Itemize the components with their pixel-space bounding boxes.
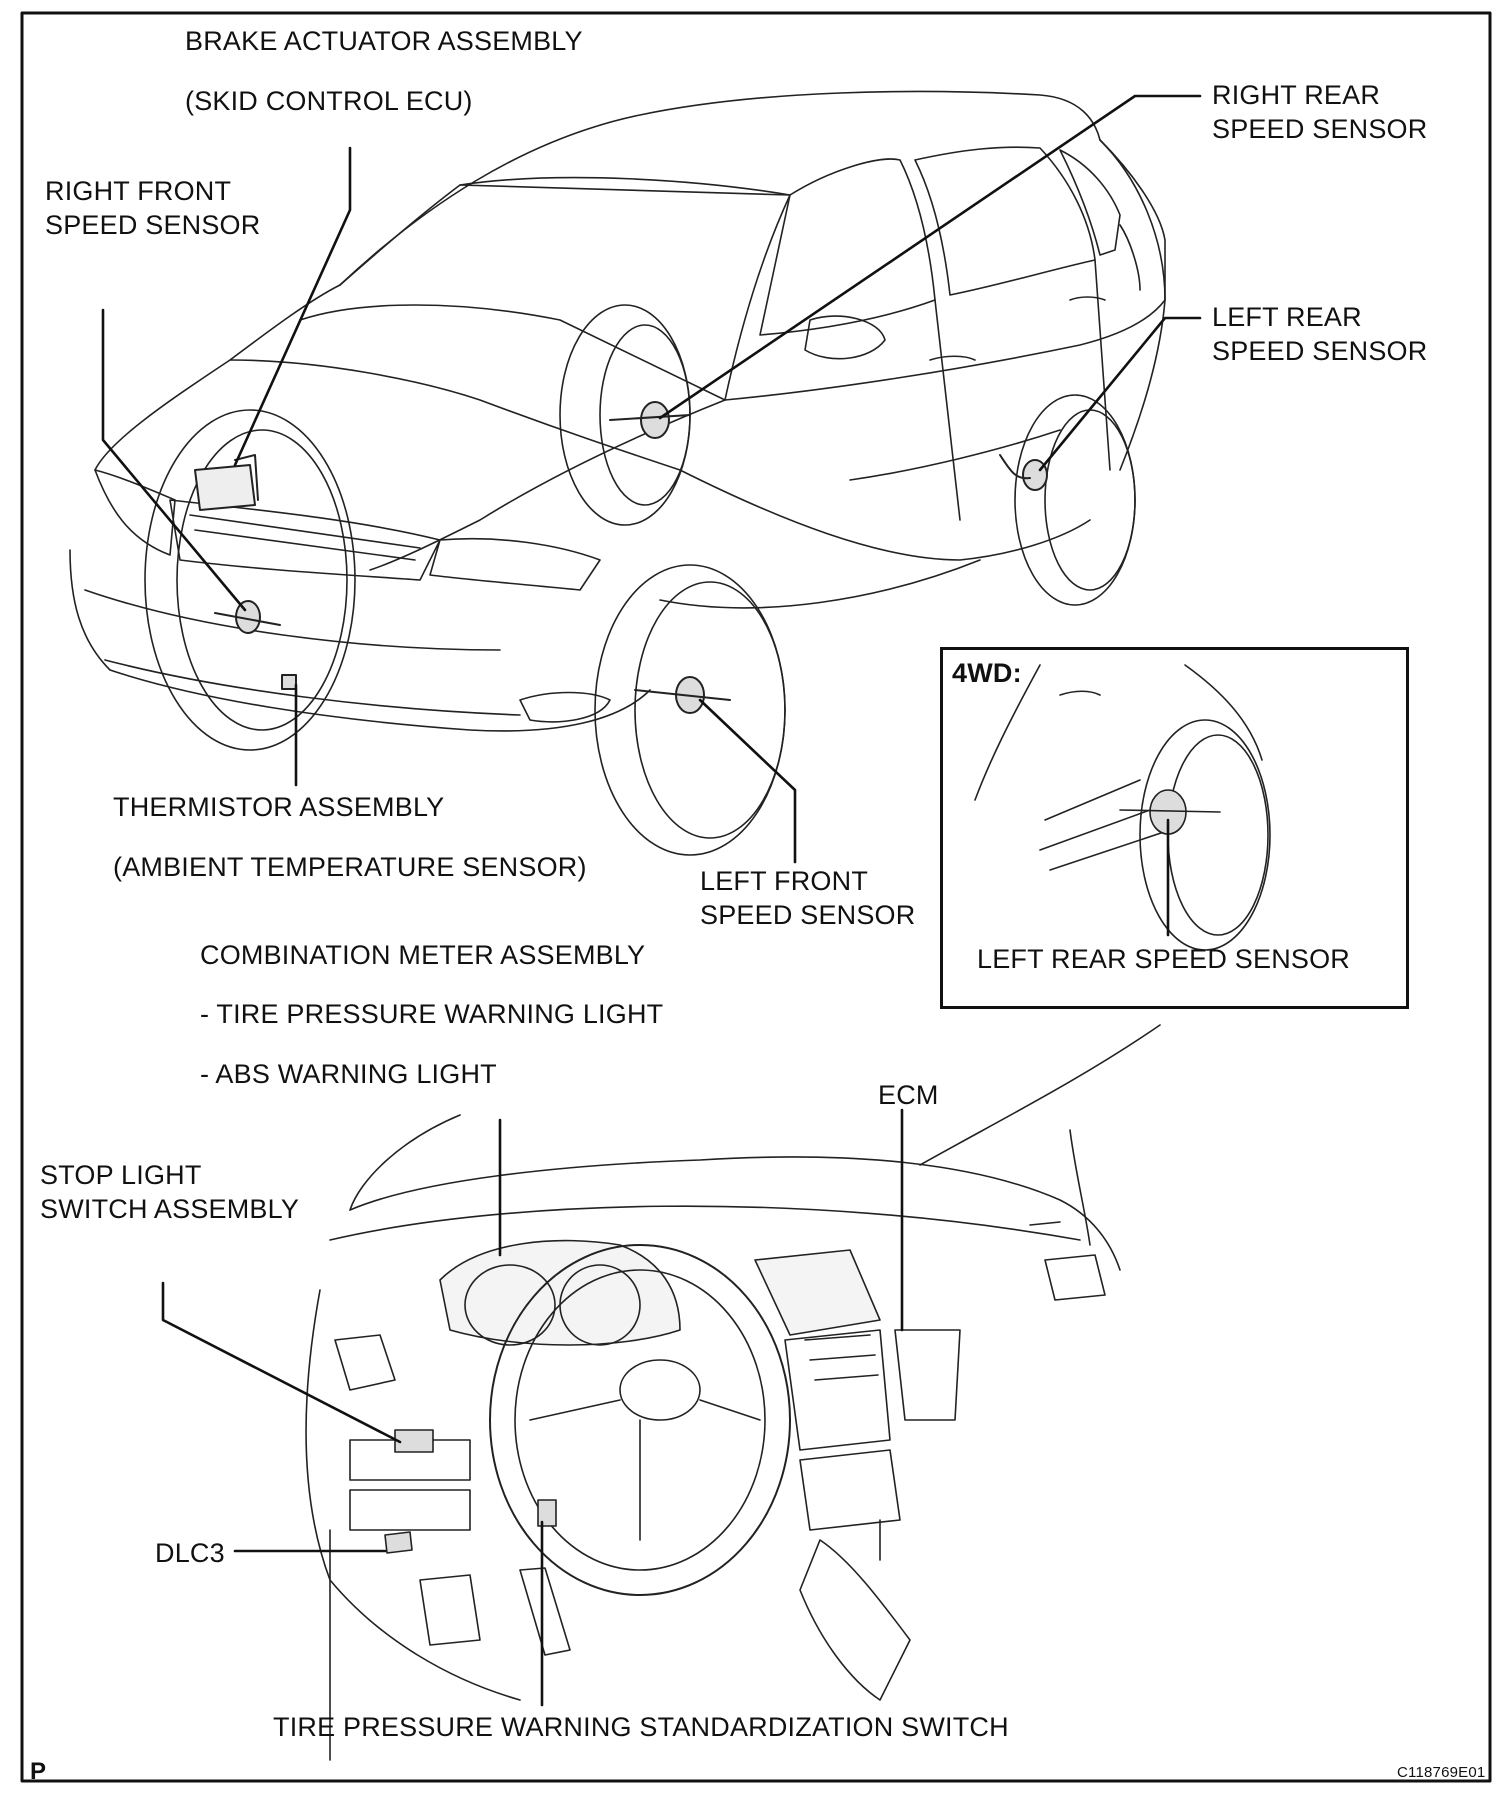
sensor-parts	[194, 401, 1048, 714]
wheels	[144, 304, 1136, 856]
leader-lines-top	[101, 94, 1202, 864]
4wd-inset-box	[940, 647, 1409, 1009]
label-right-front-line2: SPEED SENSOR	[45, 210, 261, 240]
label-left-front-line2: SPEED SENSOR	[700, 900, 916, 930]
label-ambient-temp: (AMBIENT TEMPERATURE SENSOR)	[113, 852, 587, 882]
vehicle-body	[69, 90, 1166, 732]
label-right-front-line1: RIGHT FRONT	[45, 176, 232, 206]
inset-drawing	[974, 664, 1271, 951]
figure-code: C118769E01	[1397, 1764, 1486, 1781]
label-right-rear-line1: RIGHT REAR	[1212, 80, 1381, 110]
label-brake-actuator: BRAKE ACTUATOR ASSEMBLY	[185, 26, 583, 56]
label-left-front-line1: LEFT FRONT	[700, 866, 869, 896]
label-stop-light-line1: STOP LIGHT	[40, 1160, 202, 1190]
inset-title: 4WD:	[952, 658, 1022, 688]
outer-border	[20, 11, 1492, 1783]
label-dlc3: DLC3	[155, 1538, 225, 1568]
label-combination-meter: COMBINATION METER ASSEMBLY	[200, 940, 646, 970]
label-right-rear-line2: SPEED SENSOR	[1212, 114, 1428, 144]
label-skid-control-ecu: (SKID CONTROL ECU)	[185, 86, 473, 116]
label-ecm: ECM	[878, 1080, 939, 1110]
label-thermistor: THERMISTOR ASSEMBLY	[113, 792, 445, 822]
label-tire-pressure-light: - TIRE PRESSURE WARNING LIGHT	[200, 999, 664, 1029]
label-abs-light: - ABS WARNING LIGHT	[200, 1059, 497, 1089]
label-standardization-switch: TIRE PRESSURE WARNING STANDARDIZATION SW…	[273, 1712, 1009, 1742]
label-stop-light-line2: SWITCH ASSEMBLY	[40, 1194, 300, 1224]
page-letter: P	[30, 1758, 47, 1785]
inset-label-left-rear: LEFT REAR SPEED SENSOR	[977, 944, 1351, 974]
dashboard	[305, 1024, 1161, 1761]
label-left-rear-line2: SPEED SENSOR	[1212, 336, 1428, 366]
leader-lines-bottom	[161, 1108, 904, 1707]
label-left-rear-line1: LEFT REAR	[1212, 302, 1362, 332]
